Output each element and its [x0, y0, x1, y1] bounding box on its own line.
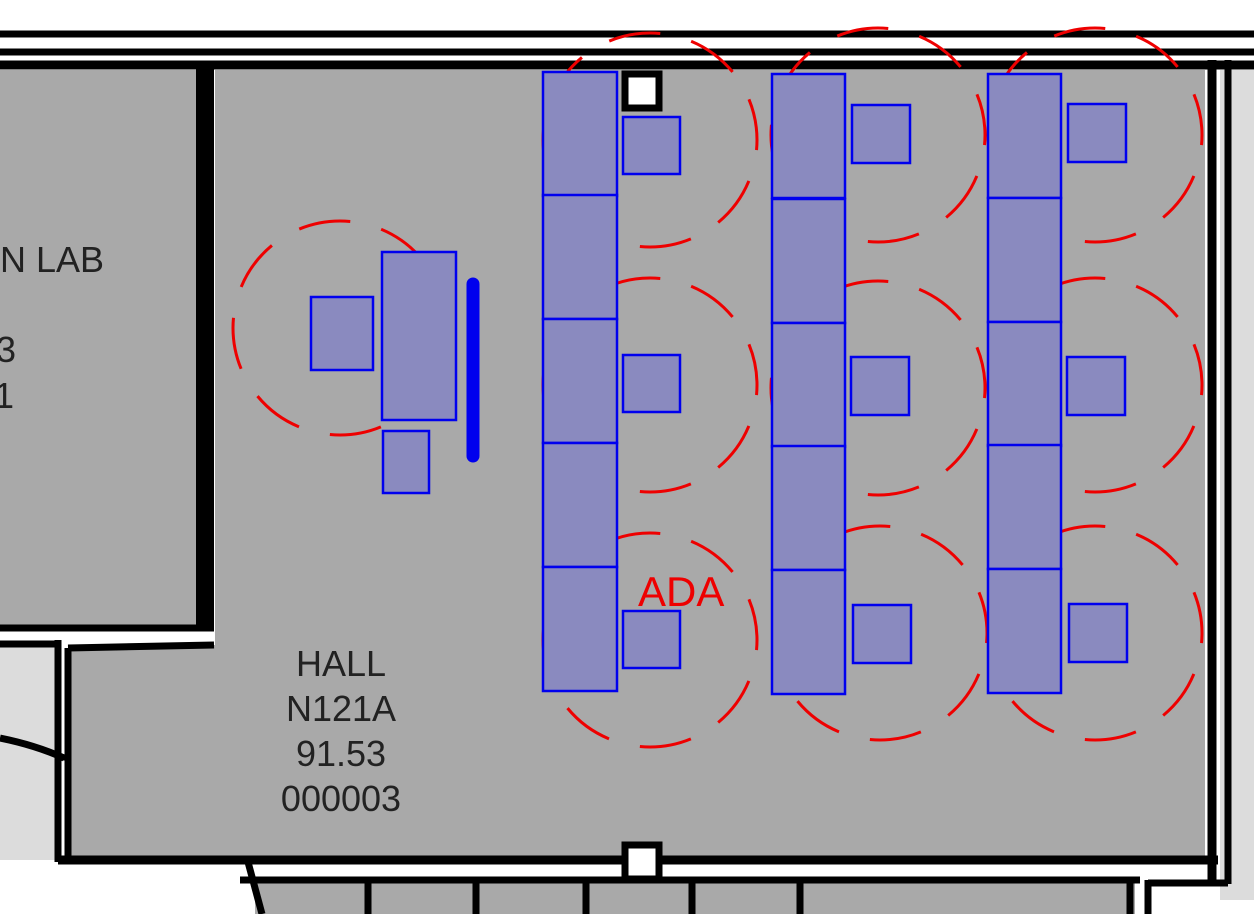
bench-segment: [541, 441, 619, 569]
bench-segment: [770, 321, 847, 449]
column-bottom: [621, 841, 663, 883]
seat: [621, 115, 682, 176]
seat: [850, 103, 912, 165]
bench-segment: [770, 72, 847, 200]
bench-segment: [541, 317, 619, 445]
bench-segment: [541, 193, 619, 321]
instructor-desk: [380, 250, 458, 422]
bench-segment: [986, 443, 1063, 571]
left-room-name: N LAB: [0, 239, 104, 280]
room-name: HALL: [296, 643, 386, 684]
bench-segment: [770, 568, 847, 696]
seat: [849, 355, 911, 417]
bench-segment: [541, 565, 619, 693]
seat: [1065, 355, 1127, 417]
room-code: 000003: [281, 778, 401, 819]
seat: [1067, 602, 1129, 664]
seat: [381, 429, 431, 495]
seat: [621, 609, 682, 670]
seat: [309, 295, 375, 372]
seat: [1066, 102, 1128, 164]
ada-label: ADA: [638, 568, 724, 615]
seat: [621, 353, 682, 414]
bench-segment: [770, 197, 847, 325]
room-number: N121A: [286, 688, 396, 729]
left-room-line3: 1: [0, 375, 14, 416]
bench-segment: [770, 444, 847, 572]
bench-segment: [986, 72, 1063, 200]
bench-segment: [986, 567, 1063, 695]
left-room-floor: [0, 70, 196, 625]
hall-room-floor: [68, 70, 1205, 858]
bench-segment: [986, 320, 1063, 448]
bench-segment: [541, 70, 619, 198]
bench-segment: [986, 196, 1063, 324]
seat: [851, 603, 913, 665]
room-area: 91.53: [296, 733, 386, 774]
column-top: [621, 70, 663, 112]
left-room-line2: 3: [0, 329, 16, 370]
furniture: [309, 70, 1129, 696]
